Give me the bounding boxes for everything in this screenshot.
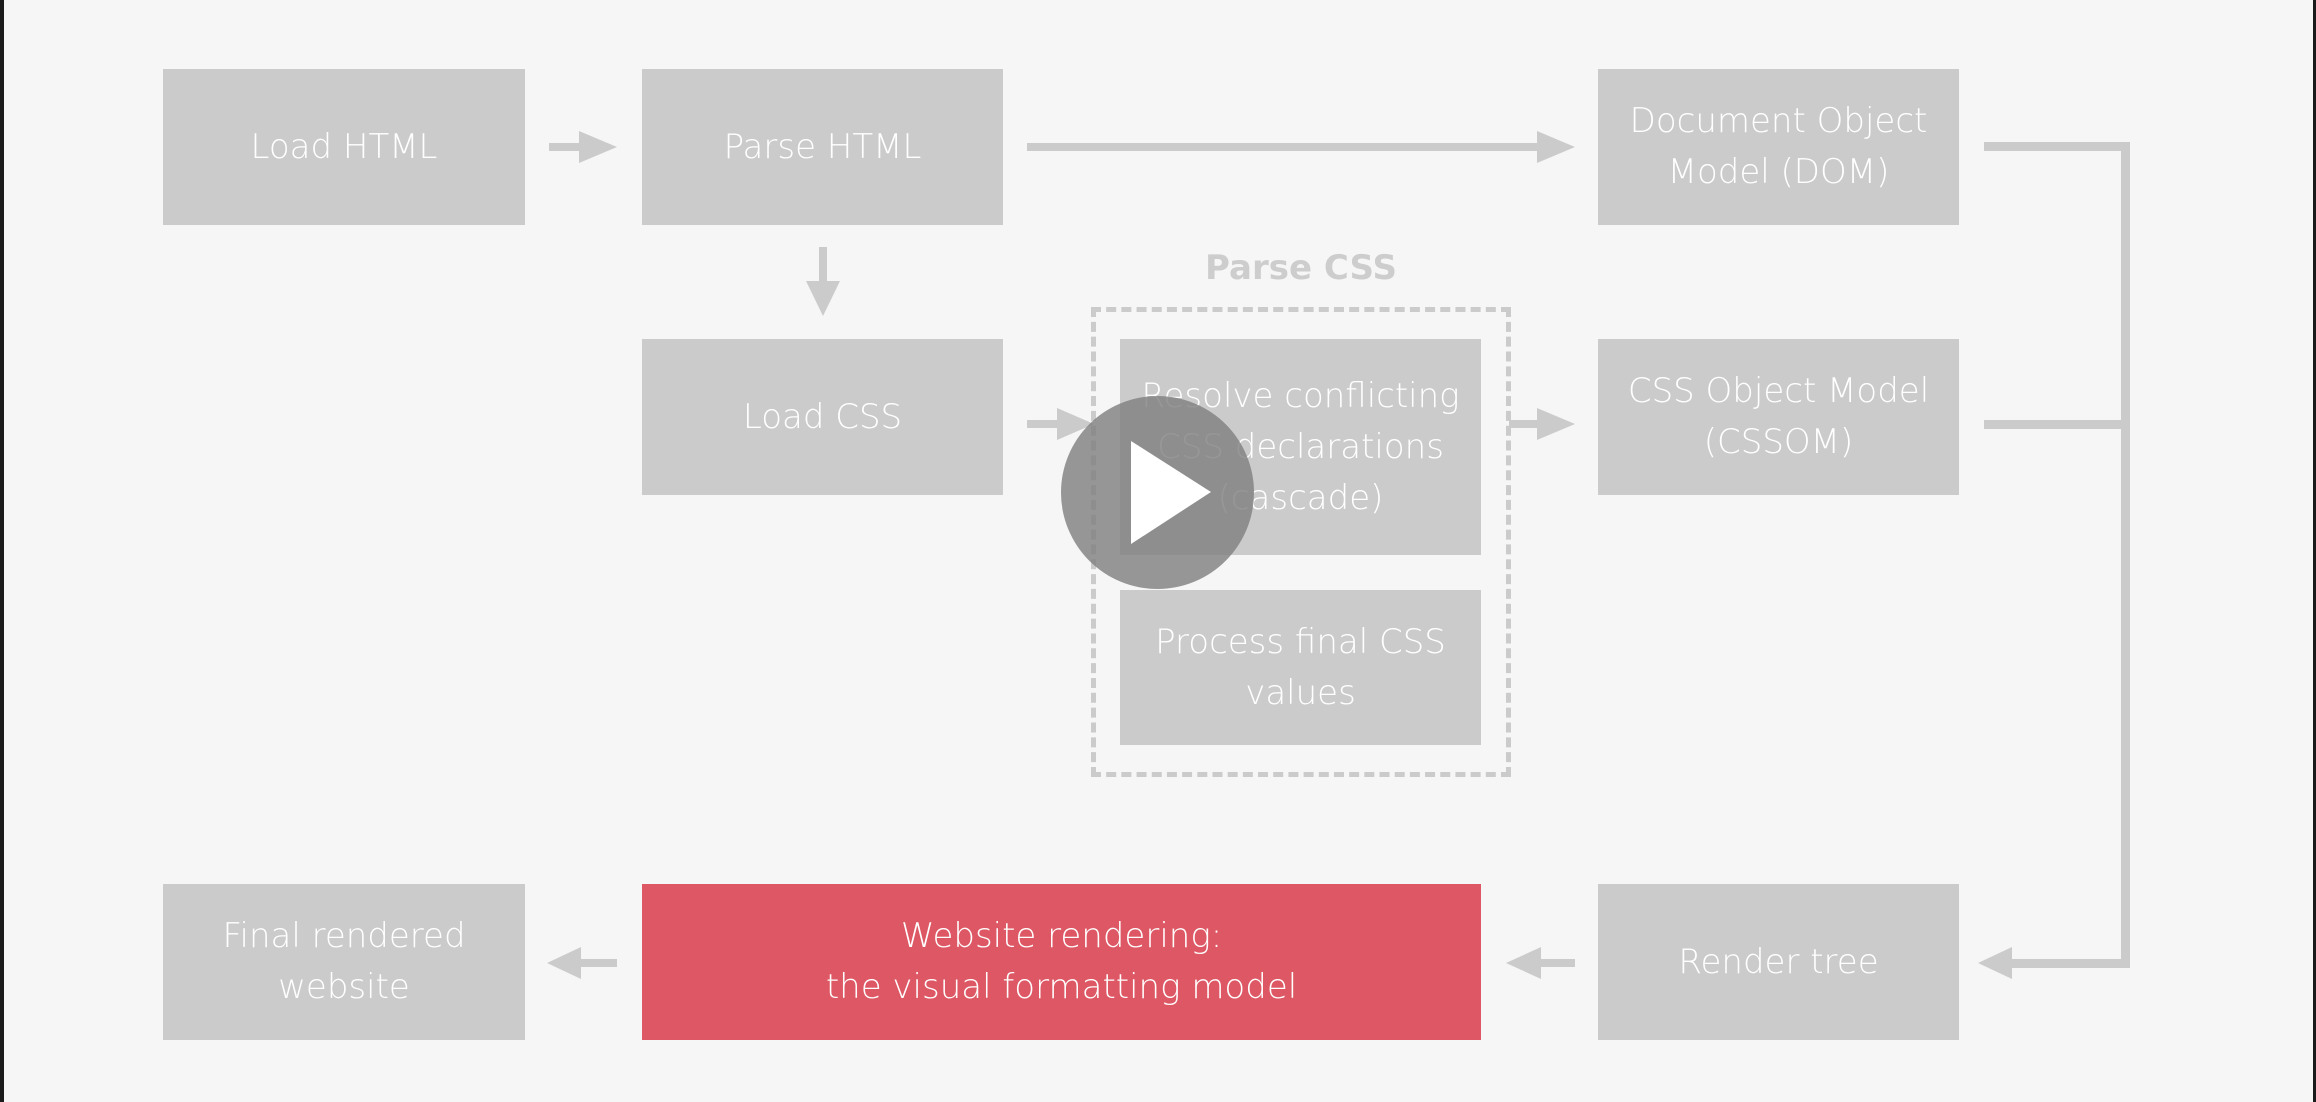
- frame-edge-right: [2313, 0, 2316, 1102]
- connector-dom-out: [1984, 142, 2130, 151]
- final-website-box: Final rendered website: [163, 884, 525, 1040]
- parse-css-group-label: Parse CSS: [1205, 248, 1397, 288]
- arrow-website-to-final: [578, 959, 617, 967]
- arrow-to-render-tree-head: [1978, 947, 2012, 979]
- arrow-website-to-final-head: [547, 947, 581, 979]
- arrow-parse-to-dom-head: [1537, 131, 1575, 163]
- arrow-load-to-parse-head: [579, 131, 617, 163]
- arrow-resolve-to-cssom: [1509, 420, 1539, 428]
- cssom-label: CSS Object Model (CSSOM): [1627, 371, 1930, 462]
- render-tree-box: Render tree: [1598, 884, 1959, 1040]
- arrow-parse-to-loadcss: [819, 247, 827, 285]
- dom-label: Document Object Model (DOM): [1629, 101, 1928, 192]
- load-css-label: Load CSS: [742, 396, 903, 437]
- final-website-label: Final rendered website: [222, 916, 466, 1007]
- parse-html-label: Parse HTML: [723, 126, 922, 167]
- render-tree-label: Render tree: [1678, 941, 1879, 982]
- play-button[interactable]: [1061, 396, 1254, 589]
- load-html-label: Load HTML: [250, 126, 438, 167]
- website-rendering-box: Website rendering: the visual formatting…: [642, 884, 1481, 1040]
- connector-bracket-vertical: [2121, 142, 2130, 968]
- arrow-render-to-website: [1538, 959, 1575, 967]
- arrow-load-to-parse: [549, 143, 579, 151]
- load-css-box: Load CSS: [642, 339, 1003, 495]
- frame-edge-left: [0, 0, 4, 1102]
- website-rendering-label: Website rendering: the visual formatting…: [825, 916, 1298, 1007]
- arrow-loadcss-to-resolve: [1027, 420, 1057, 428]
- process-css-label: Process final CSS values: [1155, 621, 1446, 713]
- arrow-resolve-to-cssom-head: [1537, 408, 1575, 440]
- play-icon: [1131, 441, 1211, 544]
- arrow-loadcss-to-resolve-head: [1057, 408, 1094, 440]
- parse-html-box: Parse HTML: [642, 69, 1003, 225]
- process-css-box: Process final CSS values: [1120, 590, 1481, 745]
- cssom-box: CSS Object Model (CSSOM): [1598, 339, 1959, 495]
- arrow-render-to-website-head: [1506, 947, 1541, 979]
- dom-box: Document Object Model (DOM): [1598, 69, 1959, 225]
- load-html-box: Load HTML: [163, 69, 525, 225]
- connector-cssom-out: [1984, 420, 2130, 429]
- connector-to-render-tree: [2010, 959, 2130, 968]
- arrow-parse-to-loadcss-head: [806, 281, 840, 316]
- arrow-parse-to-dom: [1027, 143, 1541, 151]
